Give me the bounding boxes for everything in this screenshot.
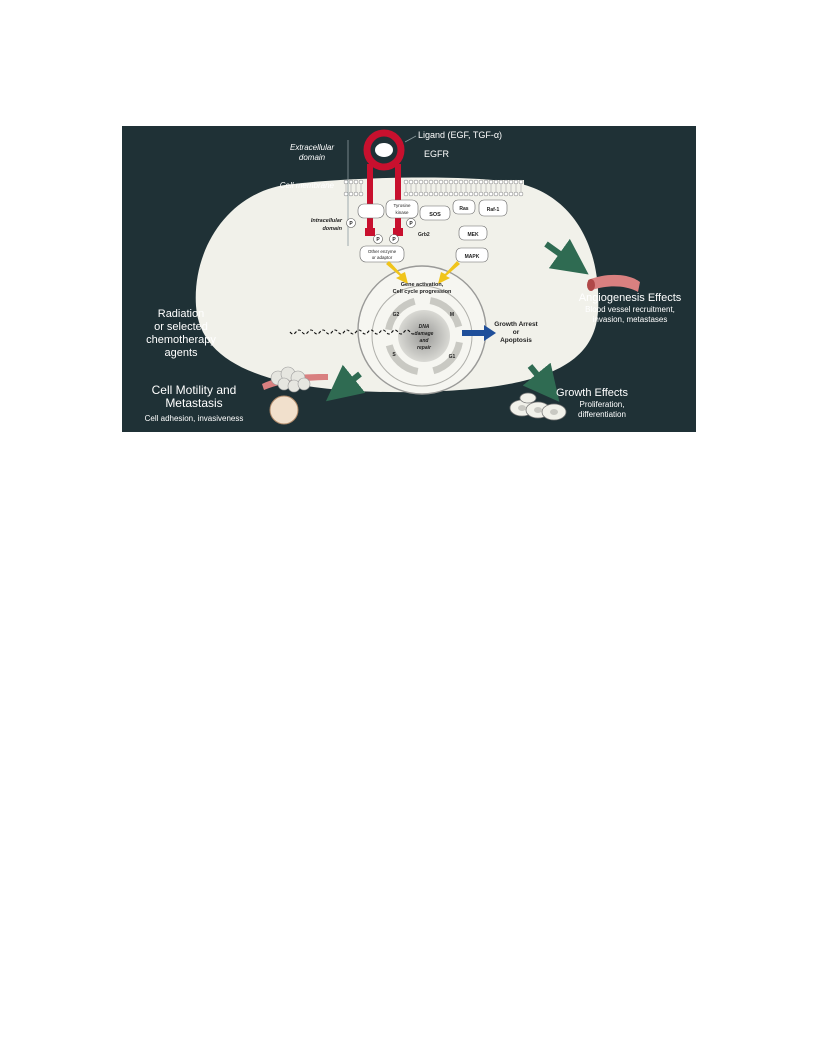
phospho-label-2: P [409,221,413,227]
phosphate-groups [346,218,416,244]
arrow-green-angiogenesis [544,238,589,275]
growth-effects-title: Growth Effects [556,387,628,399]
mek-label: MEK [467,232,479,238]
kinase-box-left [357,203,385,219]
dna-label-line1: DNA [419,324,430,330]
motility-title-line2: Metastasis [165,396,222,410]
ras-box [452,199,476,215]
growth-effects-line1: Proliferation, [580,400,625,409]
dna-label-line3: and [420,338,430,344]
mek-box [458,225,488,241]
growth-arrest-label-line2: or [513,329,520,336]
cell-membrane-band [343,179,524,197]
dna-core [398,310,450,362]
tyrosine-kinase-box [385,199,419,219]
other-enzyme-label-line1: Other enzyme [368,249,397,254]
angiogenesis-line2: invasion, metastases [593,315,668,324]
phase-s-label: S [392,352,396,358]
egfr-receptor [363,129,405,236]
other-enzyme-box [359,245,405,263]
raf-box [478,199,508,217]
arrow-yellow-left [386,261,408,284]
radiation-label-line1: Radiation [158,308,204,320]
phase-g1-label: G1 [449,354,456,360]
raf-label: Raf-1 [487,207,500,213]
egfr-label: EGFR [424,149,450,159]
dividing-cells [509,392,567,421]
extracellular-label-line2: domain [299,153,326,162]
dna-label-line4: repair [417,345,432,351]
mapk-label: MAPK [465,254,480,260]
radiation-label-line4: agents [164,347,198,359]
gene-activation-label-line1: Gene activation, [401,282,444,288]
intracellular-label-line1: Intracellular [311,218,343,224]
motility-subtitle: Cell adhesion, invasiveness [145,414,244,423]
growth-arrest-label-line1: Growth Arrest [494,321,538,328]
arrow-yellow-right [438,261,460,284]
cell-cycle-arrows [385,297,463,375]
angiogenesis-title: Angiogenesis Effects [579,292,682,304]
angiogenesis-line1: Blood vessel recruitment, [585,305,675,314]
other-enzyme-label-line2: or adaptor [372,255,393,260]
egfr-signaling-diagram: Ligand (EGF, TGF-α) EGFR Extracellular d… [122,126,696,432]
gene-activation-label-line2: Cell cycle progression [393,289,452,295]
intracellular-label-line2: domain [322,226,342,232]
phospho-label-1: P [349,221,353,227]
growth-arrest-label-line3: Apoptosis [500,337,532,344]
sos-box [419,205,451,221]
arrow-green-growth [522,362,560,402]
sos-label: SOS [429,212,441,218]
cell-membrane-label: Cell membrane [280,181,335,190]
grb2-label: Grb2 [418,232,430,238]
ligand-pointer [404,135,417,143]
tyrosine-kinase-label-line2: kinase [395,210,409,215]
ras-label: Ras [459,206,468,212]
ligand-label: Ligand (EGF, TGF-α) [418,130,502,140]
radiation-squiggle [289,329,417,335]
phase-g2-label: G2 [393,312,400,318]
blood-vessel [588,274,640,292]
extracellular-label-line1: Extracellular [290,143,334,152]
mapk-box [455,247,489,263]
motile-cell [262,366,328,425]
tyrosine-kinase-label-line1: Tyrosine [393,203,411,208]
phospho-label-4: P [392,237,396,243]
radiation-label-line2: or selected [154,321,208,333]
phase-m-label: M [450,312,454,318]
arrow-green-motility [325,364,366,402]
dna-label-line2: damage [415,331,434,337]
phospho-label-3: P [376,237,380,243]
motility-title-line1: Cell Motility and [152,383,237,397]
blood-vessel-opening [587,279,595,291]
arrow-blue [462,325,496,341]
growth-effects-line2: differentiation [578,410,626,419]
radiation-label-line3: chemotherapy [146,334,216,346]
